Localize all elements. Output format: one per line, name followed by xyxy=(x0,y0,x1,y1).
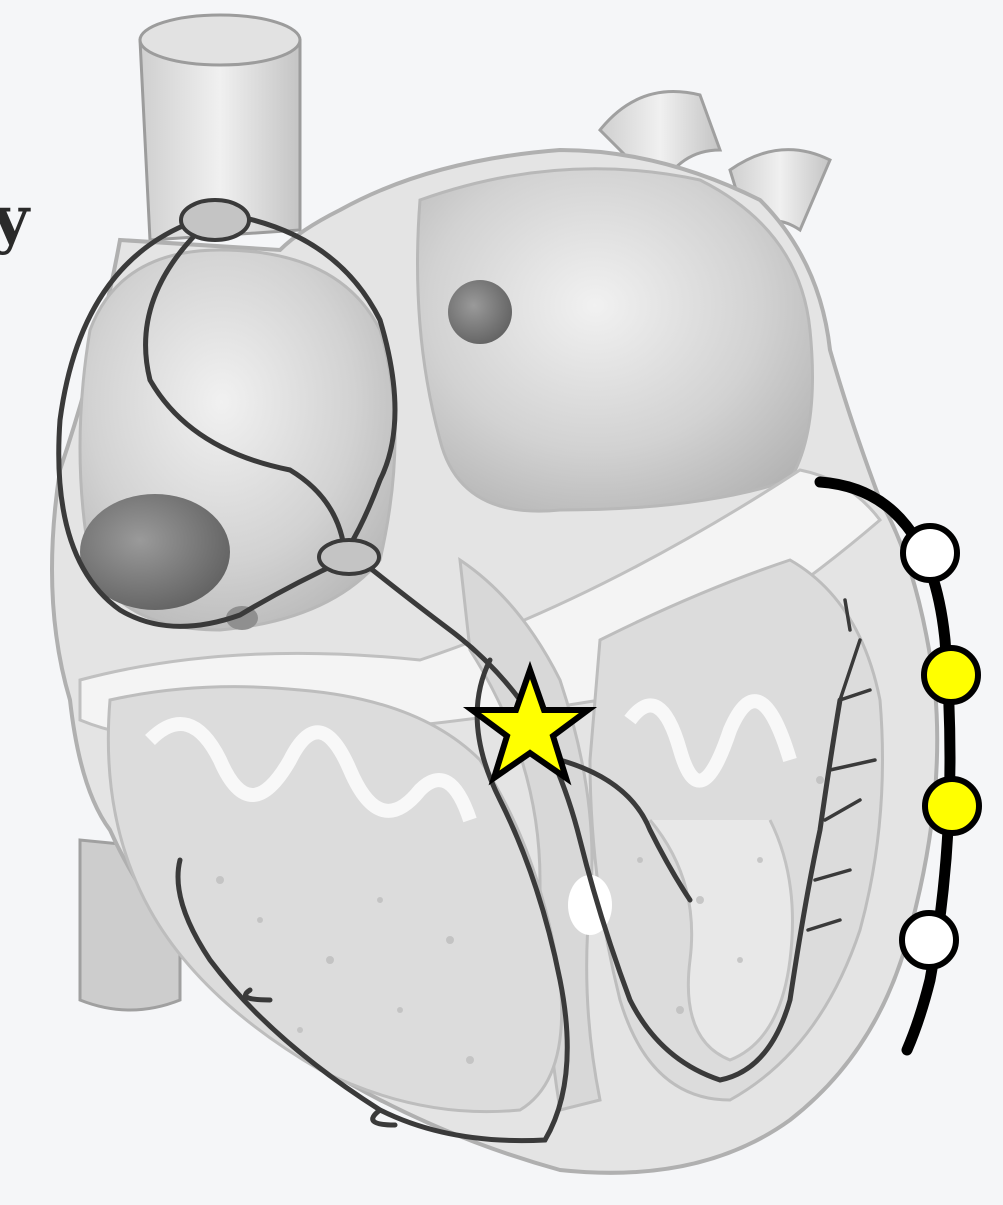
pulmonary-vein-opening xyxy=(448,280,512,344)
vena-cava-opening xyxy=(140,15,300,65)
sa-node xyxy=(181,200,249,240)
av-node xyxy=(319,540,379,574)
electrode-dot-yellow-upper xyxy=(924,648,978,702)
electrode-dot-white-top xyxy=(903,526,957,580)
electrode-dot-yellow-lower xyxy=(925,779,979,833)
heart-cross-section xyxy=(52,150,937,1173)
electrode-dot-white-bottom xyxy=(902,913,956,967)
